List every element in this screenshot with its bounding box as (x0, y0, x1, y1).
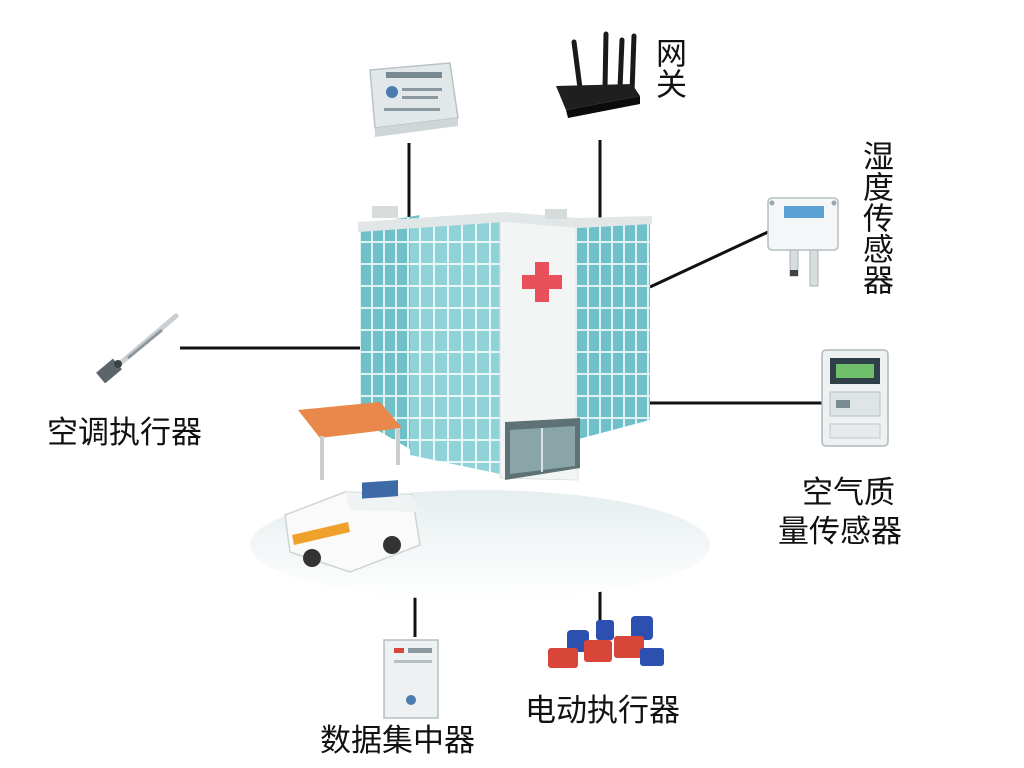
gateway-label: 网关 (650, 37, 686, 99)
red-cross-icon (522, 262, 562, 302)
data-concentrator-label: 数据集中器 (320, 723, 475, 759)
humidity-sensor-label: 湿度传感器 (857, 140, 893, 295)
controller-box-icon (369, 62, 459, 137)
data-concentrator-box-icon (383, 639, 439, 719)
hospital-building-icon (358, 206, 652, 481)
ac-actuator-probe-icon (96, 313, 179, 384)
electric-actuator-label: 电动执行器 (525, 693, 680, 729)
line-humidity (649, 230, 769, 289)
router-antenna-icon (556, 31, 640, 118)
electric-valve-actuator-icon (548, 616, 664, 668)
air-quality-sensor-label-line2: 量传感器 (778, 514, 902, 550)
air-quality-meter-icon (821, 349, 889, 447)
ac-actuator-label: 空调执行器 (47, 415, 202, 451)
air-quality-sensor-label-line1: 空气质 (802, 475, 895, 511)
humidity-sensor-icon (767, 197, 839, 287)
ambulance-icon (284, 402, 421, 573)
